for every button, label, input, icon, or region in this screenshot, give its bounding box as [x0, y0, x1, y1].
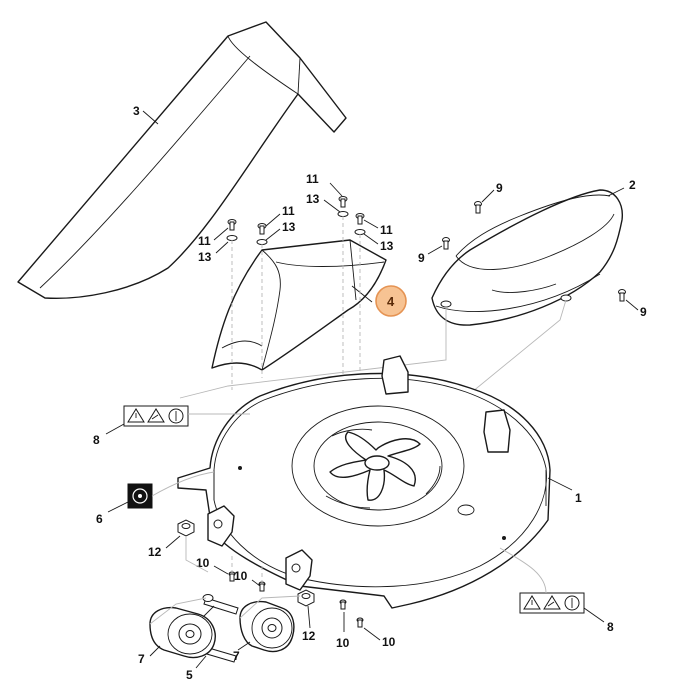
- leader-13: [323, 199, 341, 213]
- callout-1: 1: [575, 491, 582, 505]
- part-2-motor-cover[interactable]: [431, 189, 623, 326]
- read-manual-icon: [564, 595, 580, 611]
- warning-triangle-icon: [127, 408, 145, 423]
- leader-9: [625, 299, 639, 311]
- callout-13-c: 13: [282, 220, 296, 234]
- callout-9-b: 9: [418, 251, 425, 265]
- leader-12: [165, 535, 181, 549]
- hazard-triangle-icon: [147, 408, 165, 423]
- part-4-discharge-flap[interactable]: [211, 239, 387, 371]
- callout-4: 4: [387, 294, 395, 309]
- callout-10-a: 10: [196, 556, 210, 570]
- leader-10: [251, 579, 261, 587]
- leader-5: [195, 655, 207, 669]
- leader-8: [105, 423, 125, 435]
- hazard-triangle-icon: [543, 595, 561, 610]
- cover-screws: [440, 201, 626, 308]
- leader-1: [547, 477, 573, 491]
- callout-9-c: 9: [640, 305, 647, 319]
- leader-13: [363, 233, 379, 245]
- leader-11: [329, 182, 343, 197]
- guide-line: [185, 536, 209, 573]
- leader-4: [351, 285, 373, 303]
- part-12-nut-right[interactable]: [297, 589, 315, 607]
- leader-11: [363, 219, 379, 229]
- leader-9: [427, 245, 443, 255]
- callout-13-d: 13: [380, 239, 394, 253]
- part-8-warning-label-upper[interactable]: [123, 405, 189, 427]
- read-manual-icon: [168, 408, 184, 424]
- callout-12-b: 12: [302, 629, 316, 643]
- callout-6: 6: [96, 512, 103, 526]
- screw-set: [226, 196, 366, 245]
- leader-8: [583, 607, 605, 623]
- leader-9: [481, 189, 495, 203]
- callout-2: 2: [629, 178, 636, 192]
- callout-10-b: 10: [234, 569, 248, 583]
- callout-11-b: 11: [198, 234, 211, 248]
- callout-13-b: 13: [198, 250, 212, 264]
- leader-3: [142, 110, 159, 125]
- callout-11-a: 11: [306, 172, 319, 186]
- leader-13: [265, 228, 281, 241]
- leader-6: [107, 501, 129, 513]
- callout-10-c: 10: [336, 636, 350, 650]
- guide-line: [499, 547, 547, 594]
- callout-7-a: 7: [138, 652, 145, 666]
- leader-11: [265, 213, 281, 227]
- part-5-axle-upper[interactable]: [202, 594, 239, 615]
- callout-12-a: 12: [148, 545, 162, 559]
- part-8-warning-label-lower[interactable]: [519, 592, 585, 614]
- part-3-deflector[interactable]: [17, 21, 347, 299]
- warning-triangle-icon: [523, 595, 541, 610]
- callout-13-a: 13: [306, 192, 320, 206]
- part-6-sticker[interactable]: [127, 483, 153, 509]
- callout-11-d: 11: [380, 223, 393, 237]
- axle-bracket-right: [285, 549, 313, 591]
- part-10-screws: [228, 571, 364, 628]
- leader-2: [607, 187, 625, 197]
- part-1-mower-deck[interactable]: [177, 355, 551, 609]
- callout-7-b: 7: [233, 649, 240, 663]
- part-7-wheel-right[interactable]: [239, 600, 295, 653]
- callout-11-c: 11: [282, 204, 295, 218]
- part-7-wheel-left[interactable]: [149, 606, 216, 659]
- leader-10: [363, 627, 381, 641]
- callout-4-highlight[interactable]: [375, 285, 407, 317]
- part-12-nut-left[interactable]: [177, 519, 195, 537]
- leader-12: [307, 605, 311, 629]
- callout-10-d: 10: [382, 635, 396, 649]
- leader-7: [149, 645, 161, 657]
- sticker-badge-icon: [132, 488, 148, 504]
- leader-11: [213, 227, 229, 241]
- leader-7: [237, 641, 251, 651]
- callout-8-a: 8: [93, 433, 100, 447]
- callout-3: 3: [133, 104, 140, 118]
- axle-bracket-left: [207, 505, 235, 547]
- guide-line: [149, 597, 207, 625]
- callout-9-a: 9: [496, 181, 503, 195]
- guide-line: [179, 306, 447, 399]
- leader-13: [215, 241, 229, 254]
- callout-8-b: 8: [607, 620, 614, 634]
- guide-line: [151, 471, 215, 497]
- leader-10: [213, 565, 229, 575]
- callout-5-b: 5: [186, 668, 193, 682]
- guide-line: [239, 595, 301, 619]
